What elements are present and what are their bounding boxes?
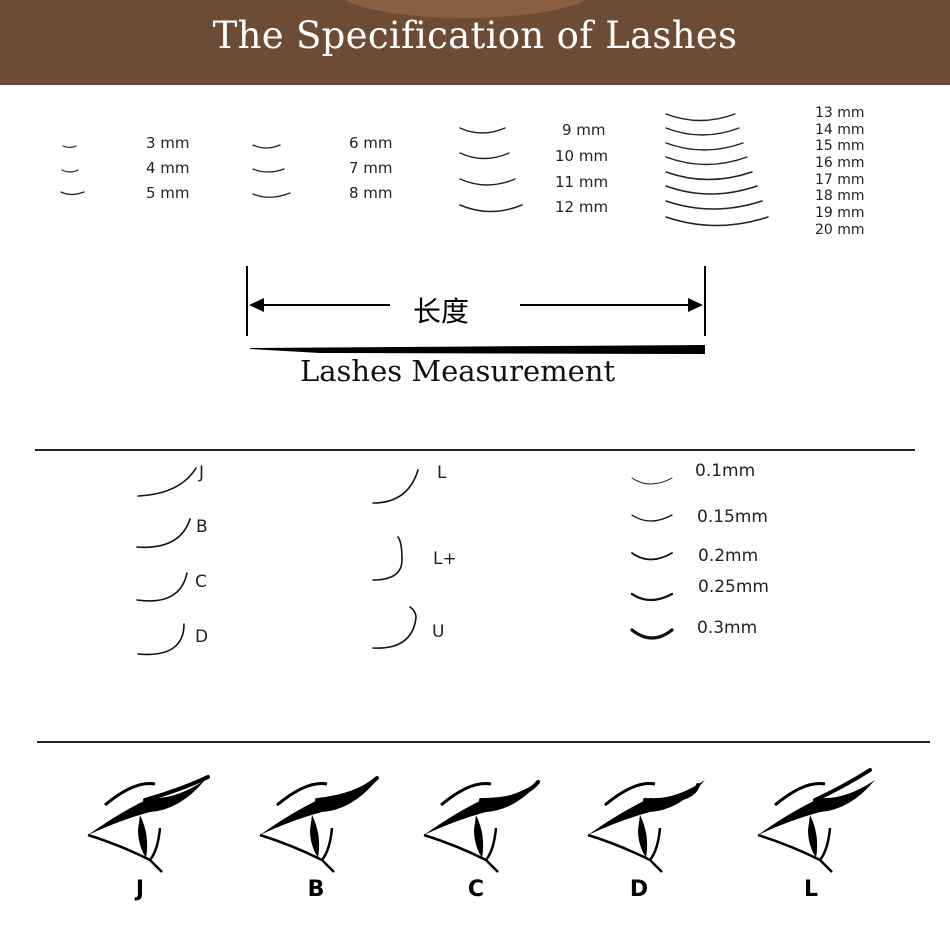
eye-drawing [757,768,875,873]
length-label: 11 mm [555,173,609,191]
lash-16mm [665,156,748,166]
lash-8mm [252,192,291,198]
eye-label: C [467,877,485,902]
eye-drawing [587,780,705,873]
eye-label: B [307,877,325,902]
lash-10mm [459,152,510,160]
length-label: 6 mm [349,134,393,152]
banner-highlight [335,0,595,18]
curl-lplus-lash [372,536,403,581]
thickness-label: 0.2mm [698,546,759,566]
lash-7mm [252,168,285,173]
lash-17mm [665,171,753,181]
lash-9mm [459,127,506,134]
length-label: 20 mm [815,222,865,238]
length-label: 19 mm [815,205,865,221]
thickness-label: 0.3mm [697,618,758,638]
curl-label: U [432,622,445,642]
lash-11mm [459,178,516,186]
lash-19mm [665,200,763,210]
curl-label: C [195,572,207,592]
length-label: 13 mm [815,105,865,121]
length-label: 5 mm [146,184,190,202]
thickness-label: 0.25mm [698,577,769,597]
page-title: The Specification of Lashes [212,14,738,57]
curl-d-lash [137,623,185,656]
lash-6mm [252,144,281,149]
length-label: 18 mm [815,188,865,204]
length-label: 10 mm [555,147,609,165]
length-label: 17 mm [815,172,865,188]
eye-illustrations [87,768,875,873]
thickness-label: 0.15mm [697,507,768,527]
length-label: 14 mm [815,122,865,138]
measure-arrow-left-head [249,298,264,312]
thickness-0.1-lash [631,477,673,485]
lash-18mm [665,185,758,195]
curl-u-lash [372,606,417,649]
thickness-label: 0.1mm [695,461,756,481]
header-banner: The Specification of Lashes [0,0,950,85]
measure-lash-sample [250,345,705,354]
measurement-caption: Lashes Measurement [300,354,616,388]
thickness-0.15-lash [631,514,673,522]
thickness-0.3-lash [630,628,674,640]
eye-drawing [259,776,379,873]
curl-label: L+ [433,549,457,569]
curl-l-lash [372,469,419,504]
lash-12mm [459,204,523,213]
eye-label: J [135,877,145,902]
lash-5mm [60,191,85,196]
curl-label: J [199,463,205,483]
thickness-0.2-lash [631,552,673,561]
lash-13mm [665,113,736,122]
length-label: 12 mm [555,198,609,216]
length-label: 7 mm [349,159,393,177]
lash-15mm [665,142,744,151]
thickness-0.25-lash [630,592,674,602]
eye-drawing [423,780,541,873]
lash-14mm [665,127,740,136]
length-label: 15 mm [815,138,865,154]
curl-c-lash [136,572,188,602]
length-label: 3 mm [146,134,190,152]
length-cn-label: 长度 [413,295,470,328]
length-label: 9 mm [562,121,606,139]
lash-20mm [665,216,769,227]
curl-label: L [437,463,447,483]
eye-label: D [629,877,649,902]
curl-label: D [195,627,209,647]
lash-3mm [62,145,77,149]
curl-label: B [196,517,208,537]
eye-label: L [803,877,819,902]
eye-drawing [87,775,210,873]
measure-arrow-right-head [688,298,703,312]
curl-j-lash [137,467,197,497]
length-label: 4 mm [146,159,190,177]
length-label: 8 mm [349,184,393,202]
lash-4mm [61,169,79,173]
length-label: 16 mm [815,155,865,171]
curl-b-lash [136,518,191,549]
